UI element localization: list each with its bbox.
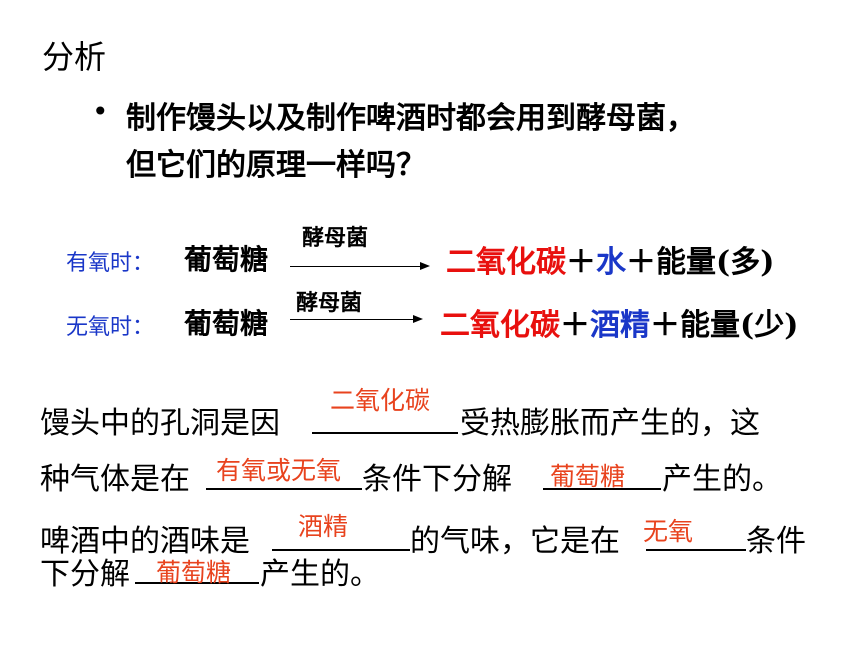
q3-text-a: 啤酒中的酒味是 — [40, 524, 250, 559]
aerobic-enzyme: 酵母菌 — [302, 225, 369, 251]
q1-text-a: 馒头中的孔洞是因 — [40, 406, 280, 441]
aerobic-arrow-head — [420, 262, 430, 270]
q4-answer: 葡萄糖 — [156, 558, 232, 587]
q2-blank-1 — [206, 488, 362, 490]
aerobic-product-water: 水 — [596, 245, 626, 280]
bullet-line-1: 制作馒头以及制作啤酒时都会用到酵母菌， — [126, 101, 696, 136]
q4-text-a: 下分解 — [40, 557, 130, 592]
slide-heading: 分析 — [42, 38, 107, 76]
q1-answer: 二氧化碳 — [330, 386, 431, 415]
aerobic-product-co2: 二氧化碳 — [446, 245, 566, 280]
q2-blank-2 — [543, 488, 661, 490]
anaerobic-label: 无氧时： — [66, 315, 155, 340]
anaerobic-product-energy: ＋能量(少) — [650, 308, 799, 343]
q2-text-b: 条件下分解 — [362, 462, 512, 497]
q1-blank — [312, 432, 458, 434]
anaerobic-reactant: 葡萄糖 — [184, 307, 269, 340]
aerobic-product-energy: ＋能量(多) — [626, 245, 775, 280]
aerobic-label: 有氧时： — [66, 251, 155, 276]
q4-blank — [135, 582, 259, 584]
anaerobic-product-alcohol: 酒精 — [590, 308, 650, 343]
anaerobic-product-co2: 二氧化碳 — [440, 308, 560, 343]
q3-answer-2: 无氧 — [643, 517, 694, 546]
bullet-marker: • — [92, 95, 109, 128]
q2-answer-1: 有氧或无氧 — [216, 456, 342, 485]
q1-text-b: 受热膨胀而产生的，这 — [460, 406, 760, 441]
q2-text-c: 产生的。 — [662, 462, 782, 497]
q3-blank-1 — [272, 549, 410, 551]
aerobic-reactant: 葡萄糖 — [184, 243, 269, 276]
aerobic-products: 二氧化碳＋水＋能量(多) — [446, 237, 774, 281]
q3-text-c: 条件 — [746, 524, 806, 559]
anaerobic-arrow-line — [290, 319, 415, 320]
anaerobic-enzyme: 酵母菌 — [296, 290, 363, 316]
q3-text-b: 的气味，它是在 — [410, 524, 620, 559]
bullet-line-2: 但它们的原理一样吗？ — [126, 148, 426, 183]
aerobic-plus-1: ＋ — [566, 245, 596, 280]
anaerobic-plus-1: ＋ — [560, 308, 590, 343]
q2-answer-2: 葡萄糖 — [550, 462, 626, 491]
anaerobic-arrow-head — [413, 315, 423, 323]
anaerobic-products: 二氧化碳＋酒精＋能量(少) — [440, 300, 798, 344]
q3-blank-2 — [646, 549, 746, 551]
q4-text-b: 产生的。 — [260, 557, 380, 592]
q2-text-a: 种气体是在 — [40, 462, 190, 497]
aerobic-arrow-line — [290, 266, 422, 267]
q3-answer-1: 酒精 — [298, 512, 349, 541]
